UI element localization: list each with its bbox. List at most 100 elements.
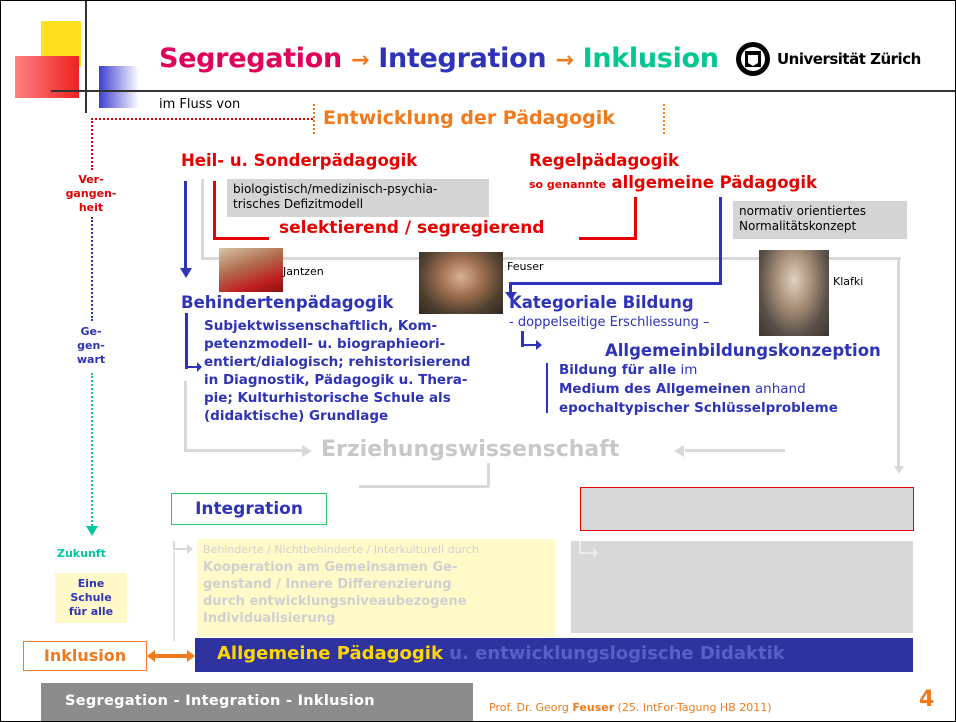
footer-prof-name: Feuser (572, 701, 615, 714)
title-arrow-1: → (351, 48, 370, 73)
blue-arrow-left-v (184, 181, 187, 271)
yellow-box (197, 539, 555, 637)
page-number: 4 (919, 687, 935, 712)
blue-arrow-left-down-icon (180, 268, 192, 278)
gray-arrow-left-h (184, 449, 304, 452)
bar-text-faded: u. entwicklungslogische Didaktik (442, 643, 785, 664)
allgemeine-paedagogik-bar (195, 638, 913, 672)
photo-feuser (419, 252, 503, 314)
gray-line-right (897, 257, 900, 467)
gray-line-yellow-v (173, 551, 175, 641)
red-bracket-left-h (213, 237, 269, 240)
regelpaedagogik: Regelpädagogik (529, 151, 680, 170)
footer-author: Prof. Dr. Georg Feuser (25. IntFor-Tagun… (489, 701, 772, 714)
blue-bracket-behinderten (185, 313, 188, 369)
behinderten-description: Subjektwissenschaftlich, Kom- petenzmode… (204, 318, 471, 424)
gegenwart-label: Ge- gen- wart (76, 325, 106, 366)
blue-arrow-right-down-icon (505, 292, 517, 300)
heil-sonderpaedagogik: Heil- u. Sonderpädagogik (181, 151, 418, 170)
box-biologistisch: biologistisch/medizinisch-psychia- trisc… (227, 179, 489, 217)
title-segregation: Segregation (159, 43, 342, 74)
allgemeine-paed-label: allgemeine Pädagogik (611, 173, 817, 192)
gray-arrow-down-right-icon (894, 466, 904, 474)
allgemeine-paedagogik-line: so genannte allgemeine Pädagogik (529, 173, 817, 192)
gray-arrow-right-icon (302, 445, 312, 457)
vergangenheit-label: Ver- gangen- heit (65, 173, 117, 214)
bar-text-yellow: Allgemeine Pädagogik (217, 643, 443, 664)
yellow-box-line1: Behinderte / Nichtbehinderte / Interkult… (203, 543, 479, 556)
im-fluss-label: im Fluss von (159, 97, 241, 112)
gray-arrow-left-icon (674, 445, 684, 457)
title-arrow-2: → (555, 48, 574, 73)
allgemeinbildungskonzeption: Allgemeinbildungskonzeption (605, 341, 881, 360)
blue-arrow-kategoriale-icon (521, 340, 542, 350)
deco-vertical-line (85, 1, 87, 113)
blue-arrow-right-h (511, 282, 722, 285)
selektierend-label: selektierend / segregierend (279, 218, 545, 238)
zukunft-label: Zukunft (57, 547, 106, 560)
title-integration: Integration (378, 43, 547, 74)
medium-des-allgemeinen: Medium des Allgemeinen (559, 381, 751, 397)
photo-klafki (759, 250, 829, 336)
gray-arrow-right-box-icon (579, 541, 599, 558)
gray-box-right (571, 541, 913, 633)
entwicklung-label: Entwicklung der Pädagogik (323, 107, 615, 129)
title-inklusion: Inklusion (582, 43, 719, 74)
footer-title: Segregation - Integration - Inklusion (65, 693, 375, 709)
blue-arrow-right-v (719, 197, 722, 283)
feuser-label: Feuser (507, 260, 544, 273)
doppelseitig-label: - doppelseitige Erschliessung – (509, 315, 710, 330)
university-logo: Universität Zürich (735, 41, 921, 77)
photo-jantzen (219, 248, 283, 292)
so-genannte: so genannte (529, 178, 606, 191)
entwicklung-box (313, 104, 665, 134)
kategoriale-bildung: Kategoriale Bildung (509, 293, 694, 312)
integration-box: Integration (171, 493, 327, 525)
red-bracket-left-v (213, 181, 216, 239)
footer-bar (41, 683, 473, 721)
gray-arrow-yellow-icon (173, 541, 193, 554)
inklusion-box: Inklusion (23, 641, 147, 671)
timeline-dotted-blue (91, 217, 93, 321)
box-normativ: normativ orientiertes Normalitätskonzept (733, 201, 907, 239)
bildung-line-2: Medium des Allgemeinen anhand (559, 380, 838, 399)
deco-blue-square (99, 66, 139, 108)
bildung-fuer-alle: Bildung für alle (559, 362, 677, 378)
timeline-dotted-teal (91, 373, 93, 529)
gray-line-1 (201, 257, 901, 260)
deco-horizontal-line (51, 90, 955, 92)
gray-brace-h (359, 485, 489, 488)
slide-title: Segregation → Integration → Inklusion (159, 43, 719, 74)
jantzen-label: Jantzen (283, 265, 324, 278)
bildung-text: Bildung für alle im Medium des Allgemein… (559, 361, 838, 418)
gray-arrow-right-h (685, 449, 785, 452)
double-arrow-icon (147, 650, 195, 662)
gray-line-2 (201, 179, 204, 259)
erziehungswissenschaft: Erziehungswissenschaft (321, 437, 620, 462)
yellow-box-text: Kooperation am Gemeinsamen Ge- genstand … (203, 560, 467, 626)
timeline-dotted-red (91, 118, 93, 170)
red-bracket-right-v (634, 197, 637, 240)
blue-arrow-small-icon (185, 362, 202, 372)
logo-text: Universität Zürich (777, 50, 921, 68)
bildung-line-1: Bildung für alle im (559, 361, 838, 380)
bildung-line-3: epochaltypischer Schlüsselprobleme (559, 400, 838, 416)
timeline-arrow-down-icon (86, 526, 98, 536)
eine-schule-box: Eine Schule für alle (55, 573, 127, 623)
footer-prof-a: Prof. Dr. Georg (489, 701, 573, 714)
blue-arrow-right-v2 (509, 282, 512, 294)
gray-brace-down (487, 463, 490, 487)
red-bracket-right-h (579, 237, 637, 240)
allgemeine-paed-bar-text: Allgemeine Pädagogik u. entwicklungslogi… (217, 643, 785, 664)
klafki-label: Klafki (833, 275, 864, 288)
bildung-im: im (676, 362, 698, 378)
behindertenpaedagogik: Behindertenpädagogik (181, 293, 394, 312)
blue-bracket-kategoriale (521, 331, 524, 347)
blue-bracket-bildung (546, 363, 548, 413)
uzh-seal-icon (736, 42, 770, 76)
red-bordered-box (580, 487, 914, 531)
gray-line-left-v (184, 381, 187, 451)
dotted-link-top (91, 118, 313, 120)
bildung-anhand: anhand (750, 381, 806, 397)
